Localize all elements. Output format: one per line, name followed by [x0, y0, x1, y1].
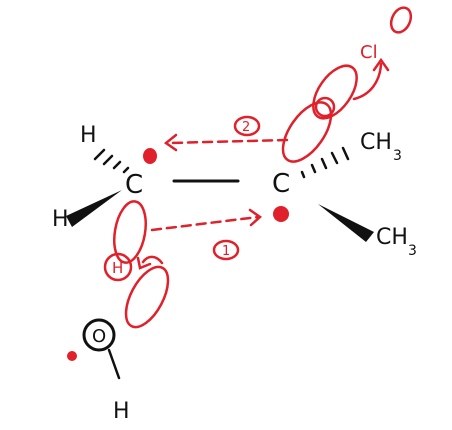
arrowhead-1: [248, 208, 263, 227]
hashed-wedge-left: [93, 148, 130, 174]
h-transfer-circle: [103, 252, 133, 282]
group-label-ch3-bottom: CH: [376, 225, 408, 250]
atom-label-cl: Cl: [360, 42, 378, 63]
atom-label-h-transfer: H: [112, 259, 123, 277]
arrowhead-to-cl: [372, 57, 390, 72]
step-number-1: 1: [222, 244, 230, 259]
group-label-ch3-bottom-subscript: 3: [408, 243, 417, 259]
step-number-2: 2: [242, 120, 250, 135]
orbital-lobe-right-lower: [281, 101, 333, 163]
group-label-ch3-top-subscript: 3: [393, 148, 402, 164]
hashed-wedge-right: [300, 146, 350, 179]
atom-label-h-water: H: [113, 399, 130, 424]
electron-dot-oxygen: [67, 351, 77, 361]
dashed-arrow-2: [168, 138, 289, 145]
atom-label-c-left: C: [125, 170, 143, 200]
black-skeleton: [93, 146, 350, 380]
step-circle-1: [212, 239, 240, 261]
solid-wedge-right: [318, 204, 374, 242]
atom-label-h-top-left: H: [80, 123, 97, 148]
atom-label-c-right: C: [272, 169, 290, 199]
atom-label-oxygen: O: [92, 326, 106, 347]
electron-dot-right-c: [273, 206, 289, 222]
solid-wedge-left: [66, 190, 122, 227]
orbital-lobe-left-upper: [113, 200, 147, 264]
orbital-lobe-left-lower: [124, 265, 170, 329]
electron-dot-left-c: [143, 148, 157, 164]
dashed-arrow-1: [150, 215, 260, 232]
arrowhead-2: [163, 133, 178, 152]
group-label-ch3-top: CH: [360, 130, 392, 155]
o-h-bond: [107, 348, 121, 380]
orbital-lobe-cl: [389, 6, 413, 34]
atom-label-h-left: H: [52, 207, 69, 232]
oxygen-circle: [82, 318, 116, 352]
orbital-node-right: [314, 96, 336, 118]
curved-arrow-h: [141, 255, 164, 265]
electron-dots: [67, 148, 289, 361]
step-circle-2: [233, 115, 261, 137]
red-overlays: [103, 6, 413, 329]
orbital-lobe-right-upper: [312, 64, 358, 120]
arrowhead-h: [136, 256, 152, 270]
curved-arrow-to-cl: [352, 62, 383, 101]
